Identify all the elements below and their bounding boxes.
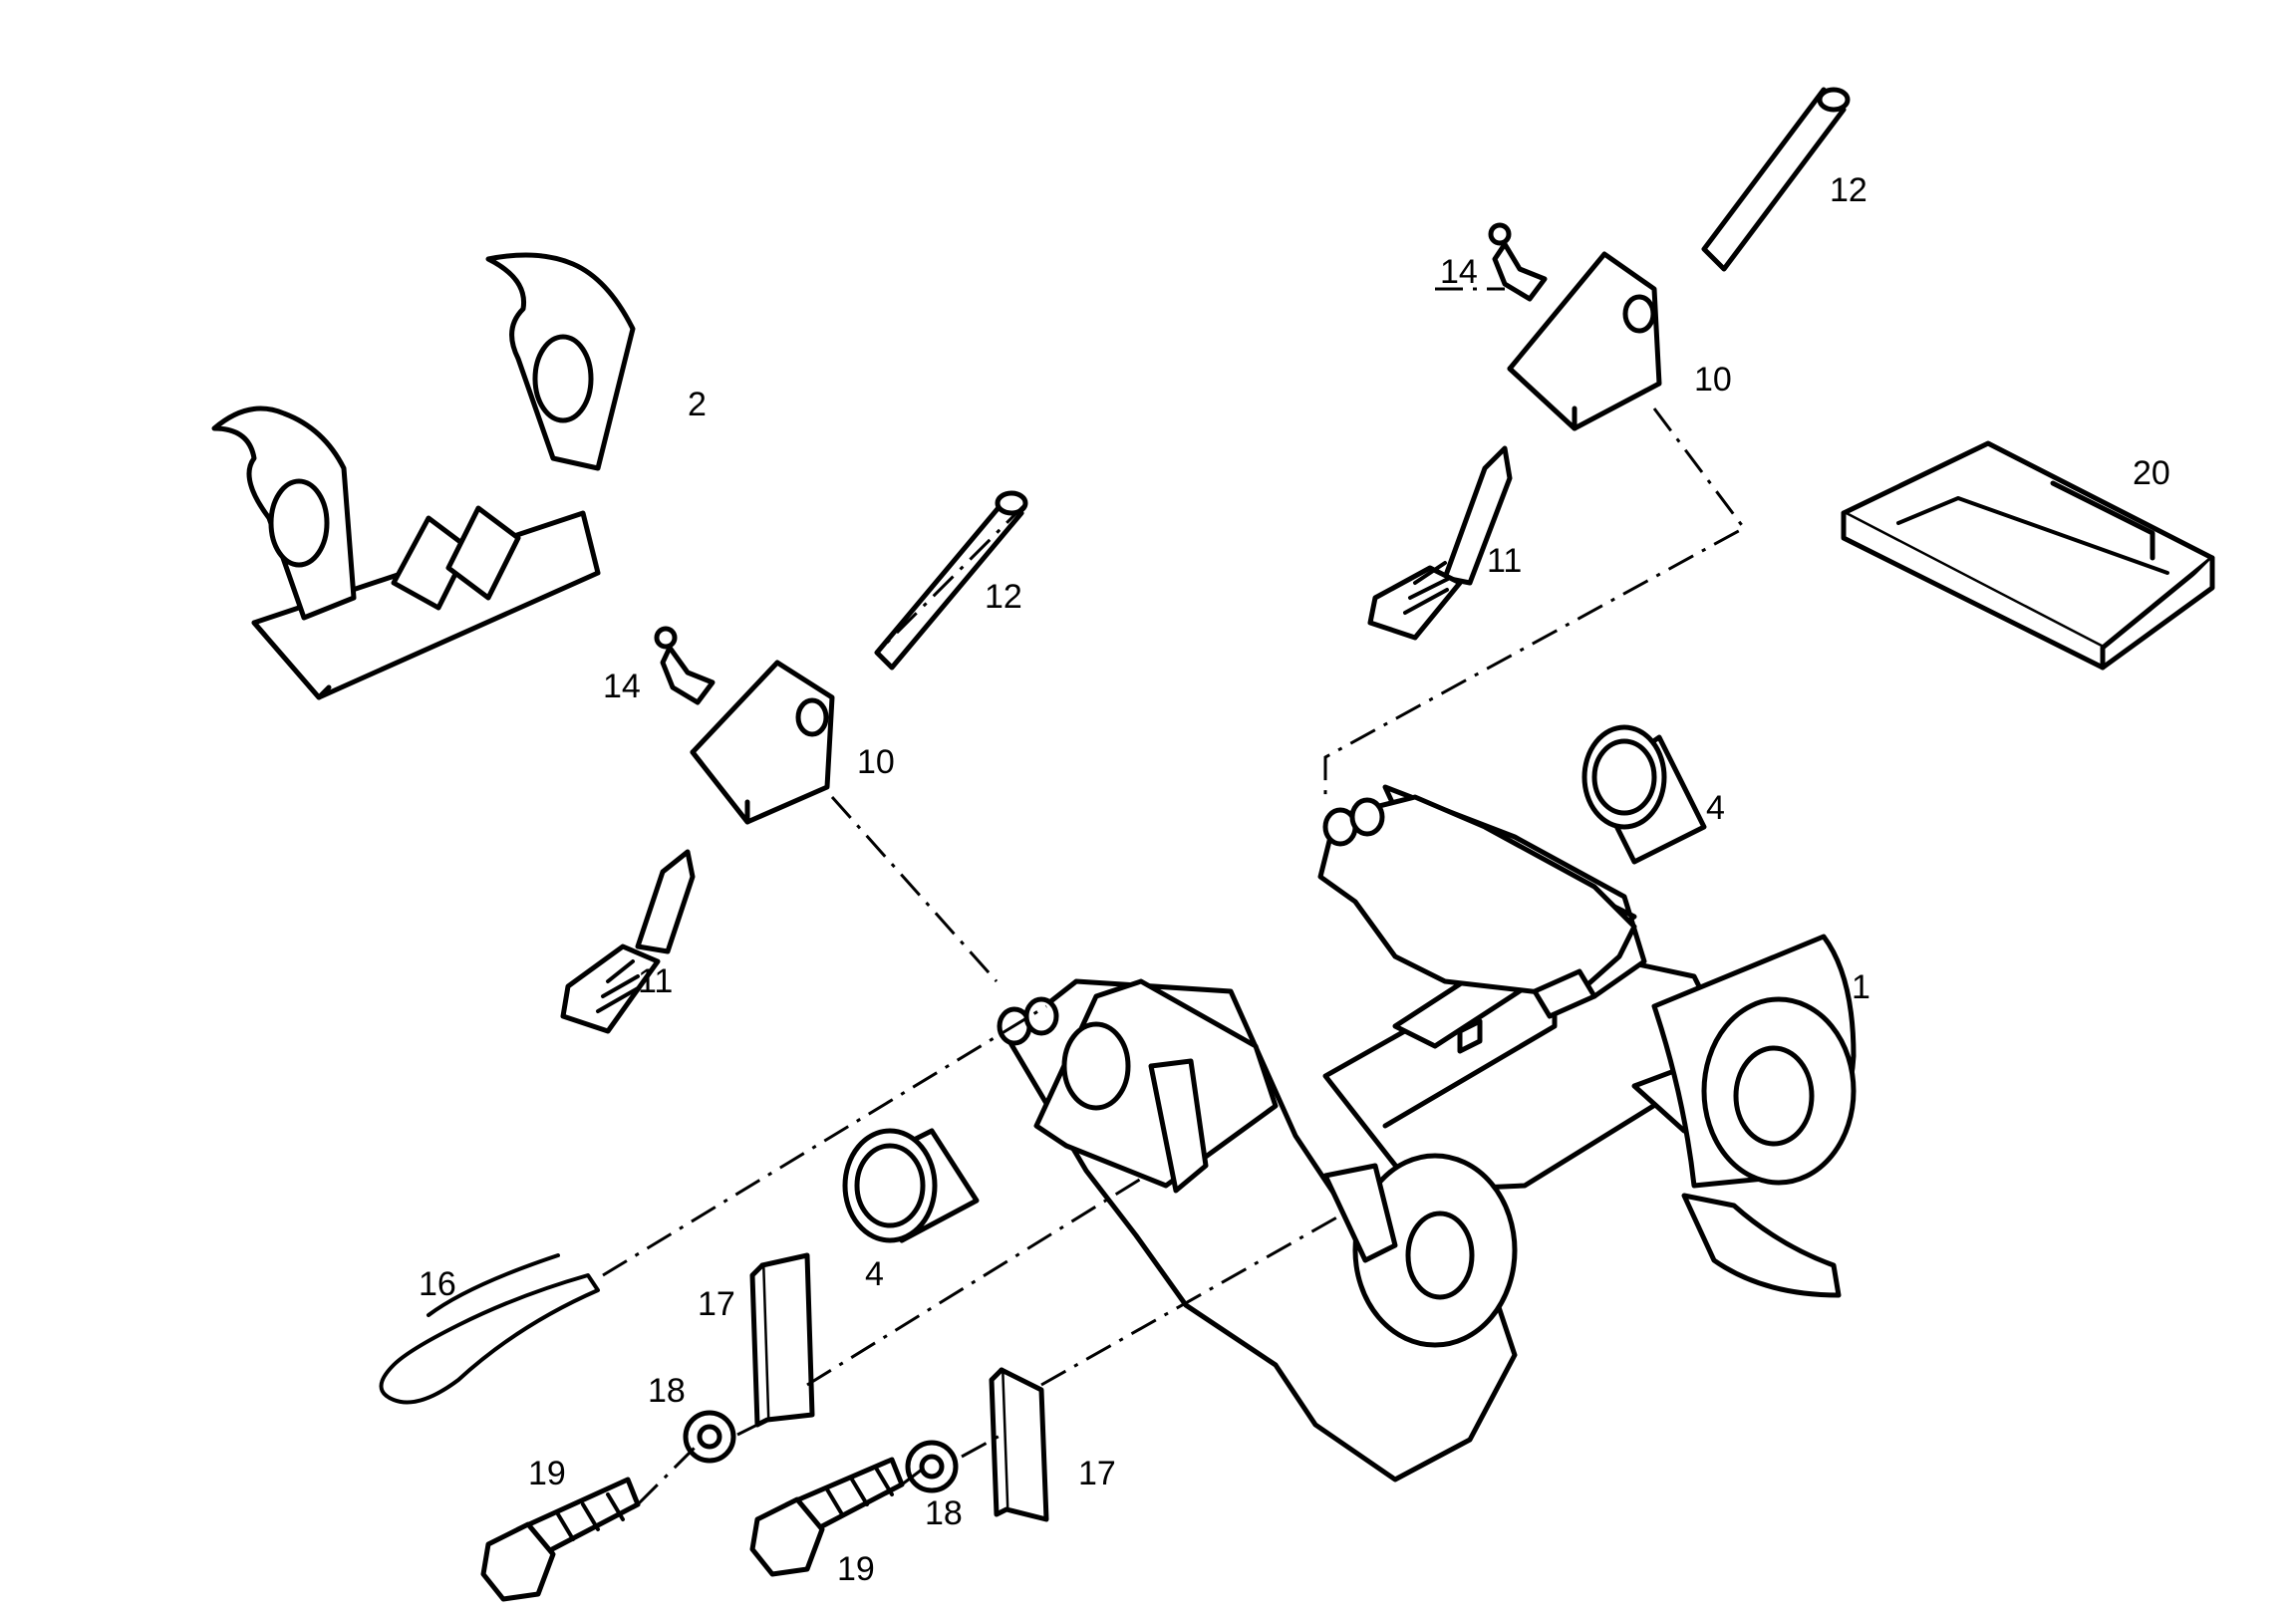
part-4-bushing-lower — [842, 1128, 980, 1243]
part-12-roll-pin-lower — [874, 490, 1028, 671]
label-part-17-right: 17 — [1078, 1455, 1116, 1492]
part-4-bushing-upper — [1581, 724, 1707, 865]
label-part-11-lower: 11 — [638, 962, 673, 1000]
label-part-18-right: 18 — [925, 1494, 963, 1532]
part-1-main-frame — [997, 784, 1857, 1483]
part-number-labels: 1 2 4 4 10 10 11 11 12 12 14 14 16 17 17… — [419, 171, 2170, 1588]
label-part-2: 2 — [688, 386, 707, 423]
part-19-bolt-left — [480, 1477, 641, 1602]
label-part-14-lower: 14 — [603, 668, 641, 705]
label-part-17-left: 17 — [698, 1285, 735, 1323]
part-11-pin-lower — [560, 849, 696, 1034]
label-part-19-left: 19 — [528, 1455, 566, 1492]
label-part-4-lower: 4 — [865, 1255, 884, 1293]
part-14-grease-nipple-upper — [1488, 222, 1548, 302]
part-18-washer-right — [905, 1440, 959, 1493]
label-part-11-upper: 11 — [1487, 542, 1522, 580]
label-part-10-upper: 10 — [1694, 361, 1732, 399]
part-16-spring-clip — [379, 1253, 600, 1405]
label-part-14-upper: 14 — [1440, 253, 1478, 291]
label-part-19-right: 19 — [837, 1550, 875, 1588]
part-19-bolt-right — [749, 1457, 905, 1577]
label-part-16: 16 — [419, 1265, 456, 1303]
part-11-pin-upper — [1367, 445, 1513, 641]
label-part-12-upper: 12 — [1830, 171, 1867, 209]
assembly-lines — [602, 109, 1846, 1506]
part-10-block-lower — [690, 660, 835, 825]
part-17-plate-left — [749, 1252, 815, 1428]
part-2-cradle-bracket — [211, 252, 636, 700]
label-part-18-left: 18 — [648, 1372, 686, 1410]
part-20-plate — [1841, 440, 2215, 671]
label-part-10-lower: 10 — [857, 743, 895, 781]
part-17-plate-right — [989, 1367, 1049, 1522]
label-part-12-lower: 12 — [985, 578, 1022, 616]
label-part-4-upper: 4 — [1706, 789, 1725, 827]
label-part-20: 20 — [2133, 454, 2170, 492]
part-14-grease-nipple-lower — [654, 626, 716, 705]
label-part-1: 1 — [1852, 968, 1870, 1006]
part-10-block-upper — [1507, 251, 1662, 431]
part-18-washer-left — [683, 1410, 736, 1464]
part-12-roll-pin-upper — [1701, 87, 1851, 272]
